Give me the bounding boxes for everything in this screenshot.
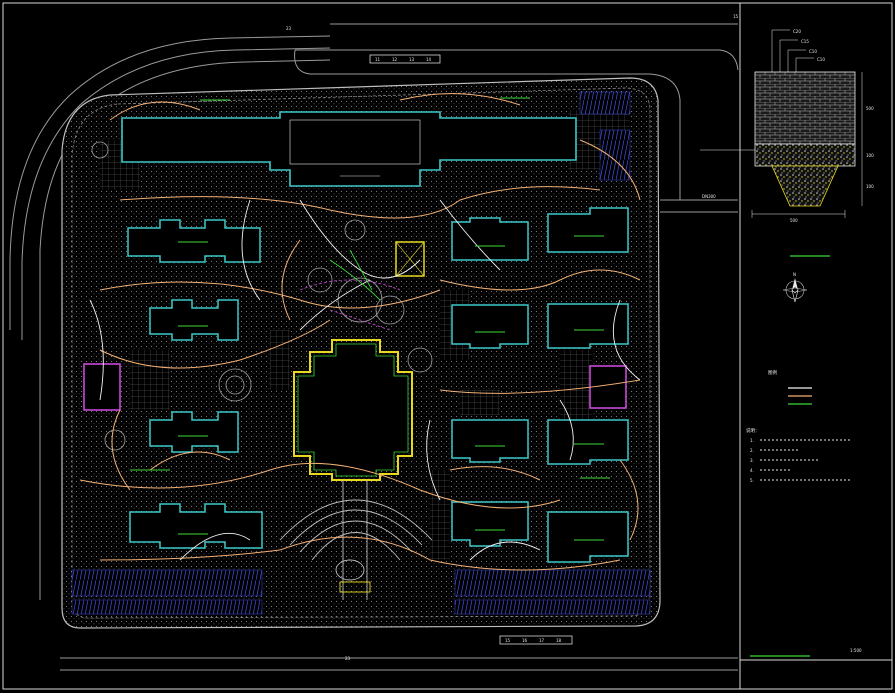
callout-4: C10 bbox=[817, 57, 825, 62]
north-building bbox=[121, 111, 577, 187]
trench-detail: 500 100 100 500 C20 C15 C10 C10 bbox=[700, 29, 874, 257]
note-line-5: 5. bbox=[750, 478, 754, 483]
gate-bottom: 15 16 17 18 bbox=[499, 635, 573, 645]
east-blocks bbox=[451, 207, 629, 563]
garden-circles bbox=[91, 141, 433, 451]
drawing-scale: 1:500 bbox=[850, 648, 862, 653]
gate-top-label-2: 12 bbox=[392, 57, 398, 62]
bottom-road-label: 23 bbox=[345, 656, 351, 661]
notes-heading: 说明： bbox=[746, 427, 760, 434]
outer-road bbox=[9, 23, 739, 671]
gate-top-label-3: 13 bbox=[409, 57, 415, 62]
frame-mark: 15 bbox=[733, 14, 739, 19]
callout-2: C15 bbox=[801, 39, 809, 44]
yellow-pavilion bbox=[395, 241, 425, 277]
callout-3: C10 bbox=[809, 49, 817, 54]
note-line-3: 3. bbox=[750, 458, 754, 463]
gate-top: 11 12 13 14 bbox=[369, 54, 441, 64]
dim-3: 100 bbox=[866, 184, 874, 189]
north-building-detail bbox=[289, 119, 421, 177]
gate-bottom-label-3: 17 bbox=[539, 638, 545, 643]
dim-2: 100 bbox=[866, 153, 874, 158]
entrance-plaza bbox=[279, 480, 433, 600]
legend-heading: 图例 bbox=[768, 369, 777, 376]
dashed-mains bbox=[299, 279, 401, 331]
title-block: 1:500 bbox=[750, 648, 862, 657]
gate-bottom-label-4: 18 bbox=[556, 638, 562, 643]
north-arrow-icon: N bbox=[782, 272, 808, 303]
gate-top-label-1: 11 bbox=[375, 57, 381, 62]
top-road-label: 23 bbox=[286, 26, 292, 31]
central-building bbox=[293, 339, 413, 481]
gate-bottom-label-1: 15 bbox=[505, 638, 511, 643]
note-line-1: 1. bbox=[750, 438, 754, 443]
outlet-label: DN300 bbox=[702, 194, 716, 199]
dim-4: 500 bbox=[790, 218, 798, 223]
notes: 说明： 1. 2. 3. 4. 5. bbox=[746, 427, 850, 483]
note-line-2: 2. bbox=[750, 448, 754, 453]
legend: 图例 bbox=[768, 369, 812, 405]
note-line-4: 4. bbox=[750, 468, 754, 473]
gate-bottom-label-2: 16 bbox=[522, 638, 528, 643]
drain-pipes-orange bbox=[79, 93, 641, 571]
gate-top-label-4: 14 bbox=[426, 57, 432, 62]
west-blocks bbox=[127, 219, 263, 549]
drain-pipes-green bbox=[130, 97, 610, 541]
parking-rows bbox=[71, 91, 651, 615]
dim-1: 500 bbox=[866, 106, 874, 111]
callout-1: C20 bbox=[793, 29, 801, 34]
compass-label: N bbox=[793, 272, 796, 277]
